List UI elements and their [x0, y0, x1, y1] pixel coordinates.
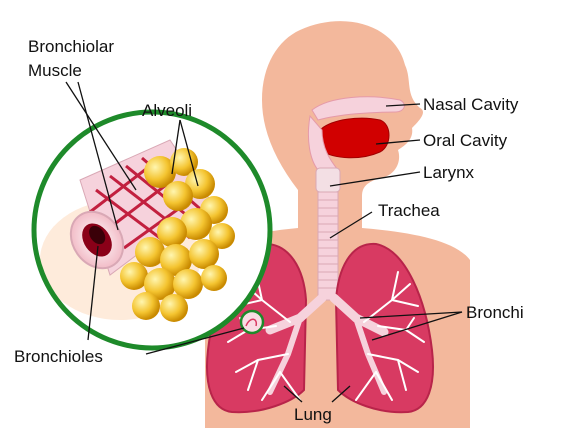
label-larynx: Larynx	[423, 163, 475, 182]
bronchioles-highlight-circle	[241, 311, 263, 333]
label-oral-cavity: Oral Cavity	[423, 131, 508, 150]
label-alveoli: Alveoli	[142, 101, 192, 120]
trachea-shape	[318, 192, 338, 300]
label-nasal-cavity: Nasal Cavity	[423, 95, 519, 114]
larynx-shape	[316, 168, 340, 192]
label-trachea: Trachea	[378, 201, 440, 220]
alveoli-inset	[34, 112, 270, 348]
label-bronchioles: Bronchioles	[14, 347, 103, 366]
label-bronchiolar-line1: Bronchiolar	[28, 37, 114, 56]
oral-cavity-shape	[318, 118, 389, 158]
label-bronchi: Bronchi	[466, 303, 524, 322]
label-lung: Lung	[294, 405, 332, 424]
label-bronchiolar-line2: Muscle	[28, 61, 82, 80]
